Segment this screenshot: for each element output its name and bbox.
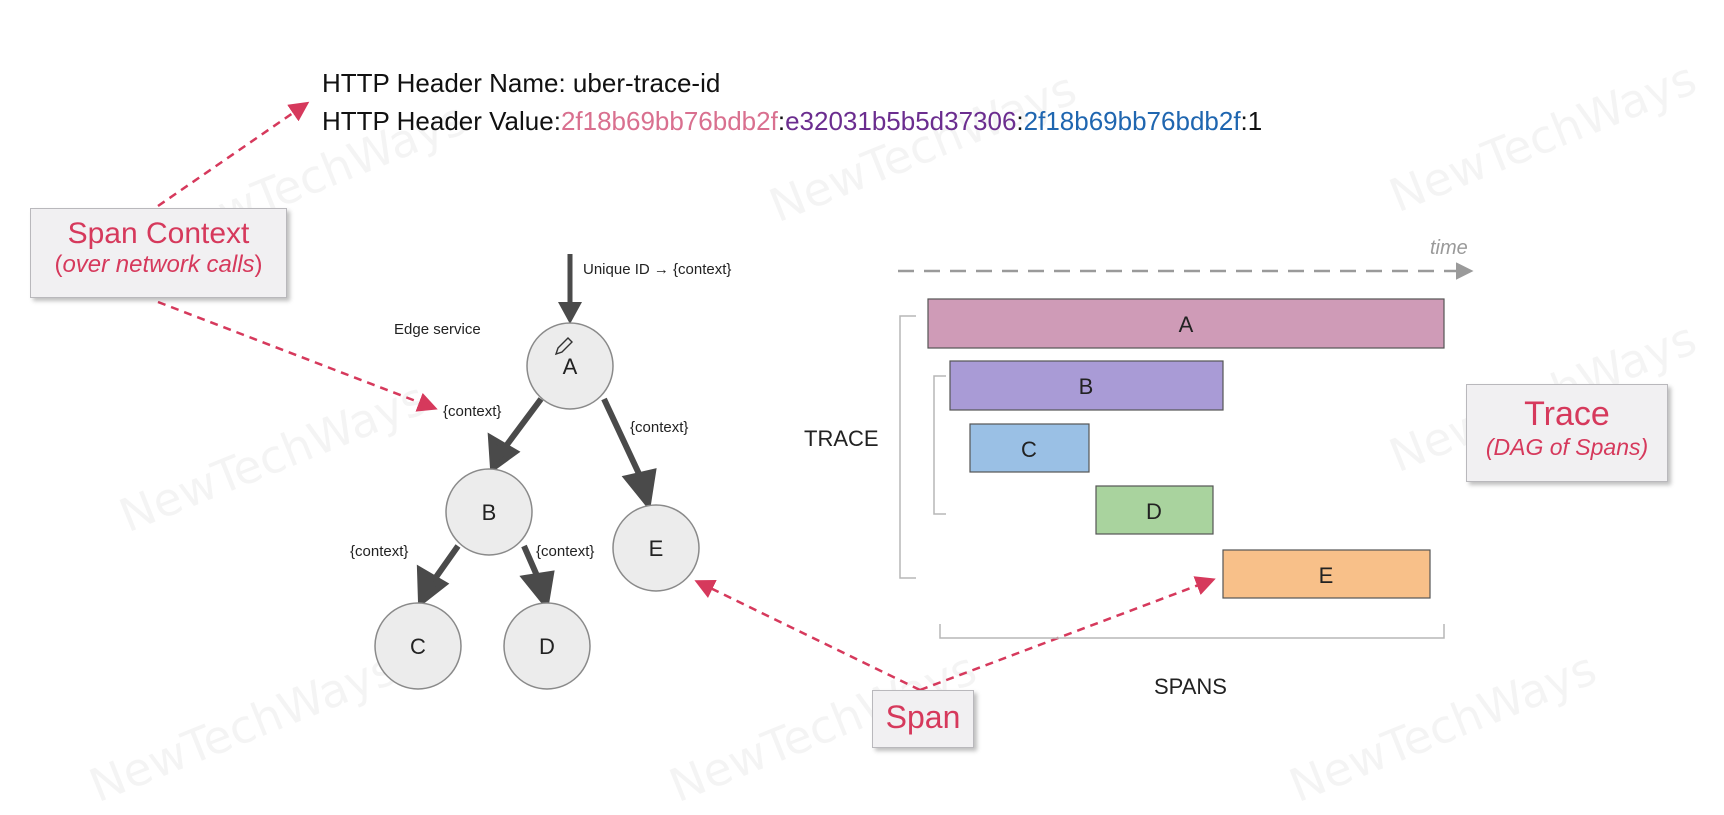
incoming-label: Unique ID → {context} — [583, 261, 731, 278]
node-e-label: E — [649, 536, 664, 561]
separator: : — [1016, 106, 1024, 136]
span-bar-d — [1095, 485, 1214, 535]
span-bar-a — [927, 298, 1445, 349]
header-name-line: HTTP Header Name: uber-trace-id — [322, 68, 721, 98]
span-context-subtitle-line: (over network calls) — [31, 251, 286, 279]
span-callout: Span — [872, 690, 974, 748]
edge-a-e-head — [621, 468, 657, 512]
edge-label-a-b: {context} — [443, 403, 501, 420]
span-to-bar-e-arrow — [919, 576, 1216, 692]
span-context-title: Span Context — [67, 217, 250, 250]
span-context-to-header-arrow — [157, 101, 310, 208]
separator: : — [777, 106, 786, 136]
span-bar-c-label: C — [1021, 437, 1037, 462]
node-a — [526, 322, 614, 410]
trace-bracket-outer — [899, 315, 916, 579]
node-b-label: B — [482, 500, 497, 525]
paren-open: ( — [54, 251, 63, 278]
incoming-arrow-head — [558, 302, 582, 324]
span-context-to-context-arrow — [157, 300, 438, 412]
span-bar-d-label: D — [1146, 499, 1162, 524]
span-bar-b-label: B — [1079, 374, 1094, 399]
edge-label-a-e: {context} — [630, 419, 688, 436]
edge-a-b — [503, 397, 544, 448]
edge-label-b-d: {context} — [536, 543, 594, 560]
flags-value: 1 — [1247, 106, 1263, 136]
trace-subtitle: (DAG of Spans) — [1485, 434, 1649, 460]
span-context-subtitle: over network calls — [62, 251, 255, 278]
edge-service-label: Edge service — [394, 321, 481, 338]
span-bar-e — [1222, 549, 1431, 599]
trace-axis-label: TRACE — [804, 426, 879, 451]
span-context-callout: Span Context (over network calls) — [30, 208, 287, 298]
header-value-label: HTTP Header Value: — [322, 106, 561, 136]
node-d — [503, 602, 591, 690]
node-d-label: D — [539, 634, 555, 659]
trace-bracket-inner — [933, 375, 946, 515]
edge-b-c-head — [416, 564, 450, 609]
span-title: Span — [885, 699, 961, 735]
node-b — [445, 468, 533, 556]
edge-b-d-head — [519, 570, 555, 612]
parent-id-value: 2f18b69bb76bdb2f — [1023, 106, 1241, 136]
trace-title: Trace — [1524, 395, 1610, 433]
span-id-value: e32031b5b5d37306 — [785, 106, 1017, 136]
node-c — [374, 602, 462, 690]
edge-b-d — [521, 544, 541, 580]
span-bar-a-label: A — [1179, 312, 1194, 337]
edge-b-c — [431, 544, 461, 582]
span-to-node-e-arrow — [694, 580, 921, 692]
time-label: time — [1430, 237, 1468, 259]
edge-a-b-head — [487, 432, 521, 474]
node-e — [612, 504, 700, 592]
spans-axis-label: SPANS — [1154, 674, 1227, 699]
separator: : — [1240, 106, 1248, 136]
header-value-line: HTTP Header Value:2f18b69bb76bdb2f:e3203… — [322, 106, 1262, 137]
span-bar-c — [969, 423, 1090, 473]
paren-close: ) — [254, 251, 263, 278]
pencil-cursor-icon — [554, 337, 573, 356]
edge-label-b-c: {context} — [350, 543, 408, 560]
trace-callout: Trace (DAG of Spans) — [1466, 384, 1668, 482]
span-bar-e-label: E — [1319, 563, 1334, 588]
node-c-label: C — [410, 634, 426, 659]
trace-id-value: 2f18b69bb76bdb2f — [560, 106, 778, 136]
edge-a-e — [601, 397, 643, 478]
spans-bracket — [939, 624, 1445, 639]
span-bar-b — [949, 360, 1224, 411]
node-a-label: A — [563, 354, 578, 379]
